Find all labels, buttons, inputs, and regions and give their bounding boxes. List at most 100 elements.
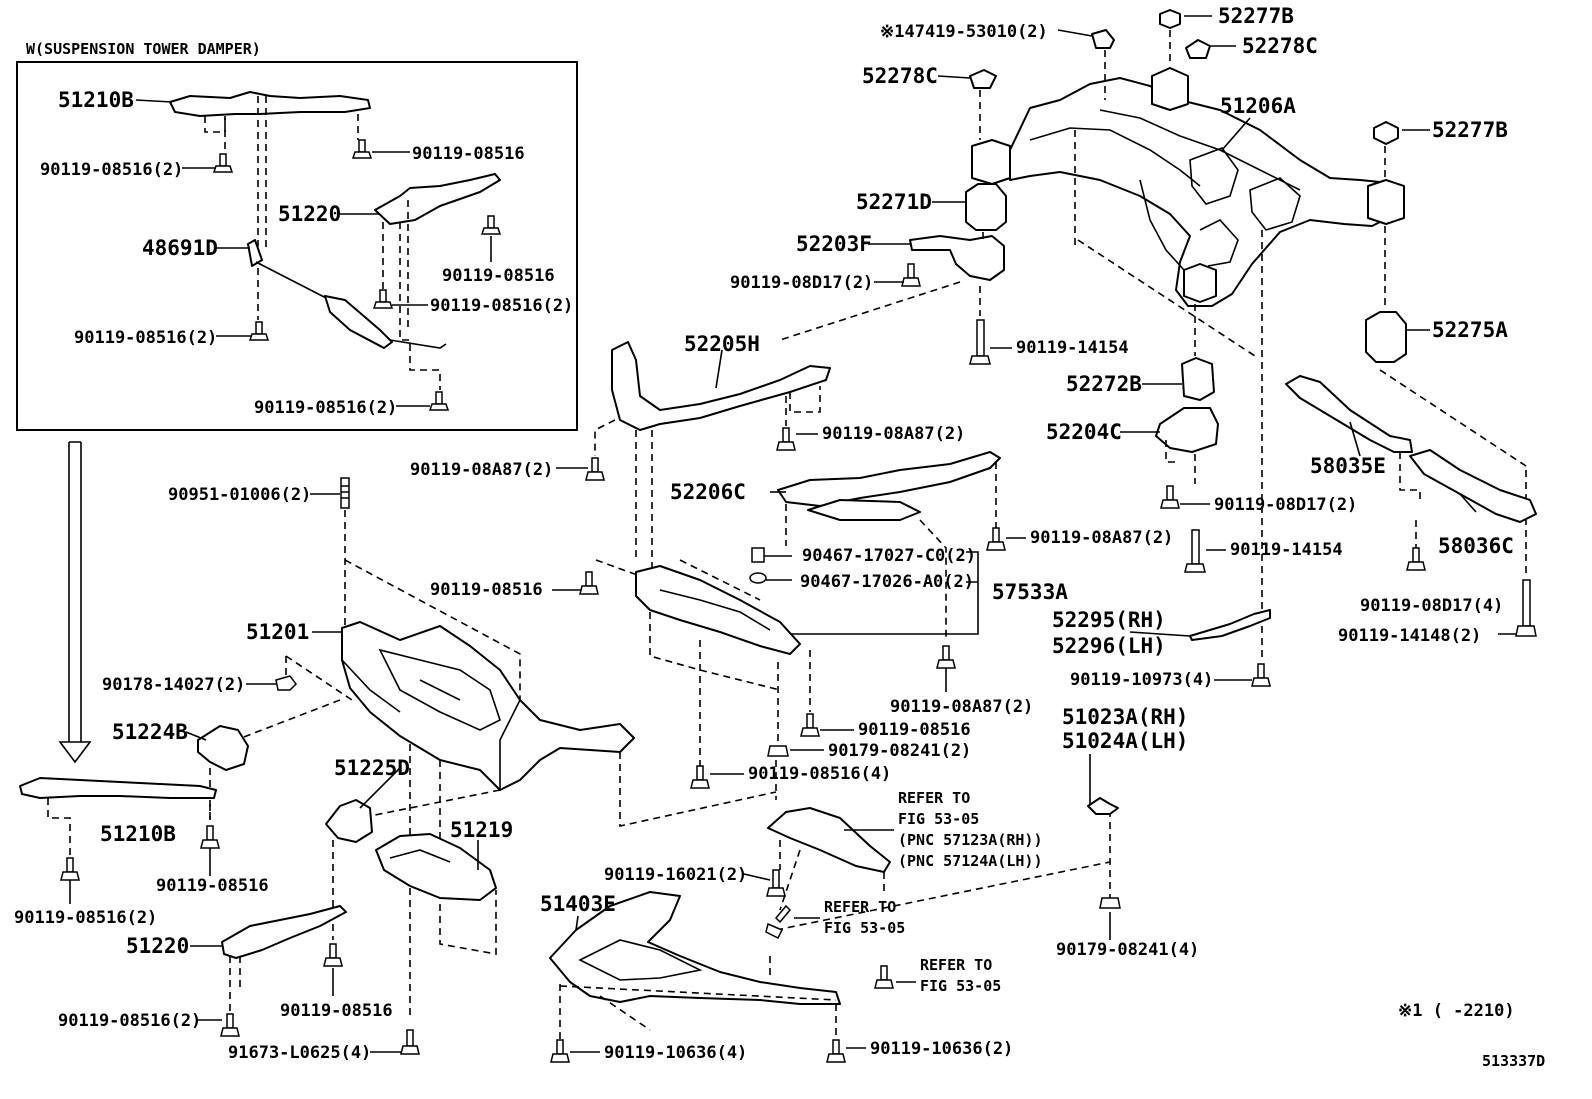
label-part: 52206C (670, 480, 746, 504)
label-refer: REFER TO (920, 956, 992, 974)
collar-90467-a0[interactable] (749, 572, 767, 584)
bolt[interactable] (936, 645, 956, 669)
inset-panel: W(SUSPENSION TOWER DAMPER) (16, 40, 578, 431)
washer-90179[interactable] (767, 745, 789, 757)
brace-52206c[interactable] (777, 451, 1001, 507)
dash (679, 559, 761, 601)
crossmember-57533a[interactable] (635, 565, 801, 655)
dash (285, 655, 353, 701)
leader (743, 873, 771, 881)
bolt[interactable] (1515, 579, 1537, 637)
bolt[interactable] (585, 457, 605, 481)
nut-52277b-right[interactable] (1373, 121, 1399, 145)
label-part: 90119-08A87(2) (890, 697, 1033, 717)
bushing-52272b[interactable] (1181, 357, 1215, 401)
bolt[interactable] (986, 527, 1006, 551)
bolt[interactable] (901, 263, 921, 287)
bolt[interactable] (400, 1029, 420, 1055)
dash (619, 752, 777, 827)
bolt[interactable] (765, 904, 792, 940)
dash (779, 281, 961, 341)
bushing-52275a[interactable] (1365, 311, 1407, 363)
leader (937, 75, 971, 79)
bolt[interactable] (323, 943, 343, 967)
bolt[interactable] (969, 319, 991, 365)
label-part: 90119-14148(2) (1338, 626, 1481, 646)
label-part: 52203F (796, 232, 872, 256)
leader (1459, 493, 1477, 513)
mount-52204c[interactable] (1155, 407, 1219, 453)
label-part: 52295(RH) (1052, 608, 1166, 632)
label-part: 90119-08516(2) (58, 1011, 201, 1031)
label-part: 48691D (142, 236, 218, 260)
link-58035e[interactable] (1285, 375, 1413, 453)
label-part: 52277B (1218, 4, 1294, 28)
bolt[interactable] (776, 427, 796, 451)
brace-51210b[interactable] (19, 777, 217, 799)
bushing-52271d[interactable] (965, 183, 1007, 231)
cover-51219[interactable] (375, 833, 497, 901)
inset-brace-51210b[interactable] (169, 91, 371, 117)
label-part: 58035E (1310, 454, 1386, 478)
bolt[interactable] (60, 857, 80, 881)
undercover-51403e[interactable] (549, 891, 841, 1005)
nut-52277b-top[interactable] (1159, 9, 1181, 29)
stud-90951[interactable] (340, 477, 350, 509)
brace-52205h[interactable] (611, 341, 831, 431)
label-part: 90119-08516(4) (748, 764, 891, 784)
collar-90467-c0[interactable] (751, 547, 765, 563)
bolt[interactable] (1160, 485, 1180, 509)
inset-damper-bracket[interactable] (247, 239, 263, 267)
bolt[interactable] (550, 1039, 570, 1063)
washer-52278c-left[interactable] (969, 69, 997, 89)
label-part: 51219 (450, 818, 513, 842)
brace-51220-lower[interactable] (221, 905, 347, 959)
bolt[interactable] (874, 965, 894, 989)
rear-subframe-51206a[interactable] (971, 67, 1405, 307)
inset-damper-body[interactable] (324, 295, 393, 349)
bolt[interactable] (1406, 547, 1426, 571)
bolt[interactable] (212, 153, 234, 173)
label-part: 52275A (1432, 318, 1508, 342)
label-part: 90179-08241(2) (828, 741, 971, 761)
lower-arm-bracket[interactable] (767, 807, 891, 873)
bolt[interactable] (766, 869, 786, 897)
main-subframe-51201[interactable] (341, 621, 635, 791)
dash (599, 995, 651, 1031)
mount-52203f[interactable] (909, 235, 1005, 281)
bolt[interactable] (480, 215, 502, 235)
label-part: 90119-08516 (858, 720, 971, 740)
bolt[interactable] (372, 289, 394, 309)
label-part: 90179-08241(4) (1056, 940, 1199, 960)
bolt[interactable] (200, 825, 220, 849)
washer-90179-4[interactable] (1099, 897, 1121, 909)
bolt[interactable] (690, 765, 710, 789)
label-part: 90119-08D17(2) (730, 273, 873, 293)
bolt[interactable] (220, 1013, 240, 1037)
bolt[interactable] (826, 1039, 846, 1063)
bracket-51225d[interactable] (325, 799, 373, 843)
dash (775, 861, 1111, 931)
dash (1379, 369, 1527, 467)
label-part: 51210B (58, 88, 134, 112)
leader (715, 349, 723, 389)
bracket-52295-52296[interactable] (1189, 609, 1271, 641)
stopper-147419[interactable] (1091, 29, 1115, 49)
nut-90178[interactable] (275, 675, 297, 691)
label-part: 51023A(RH) (1062, 705, 1188, 729)
bracket-51023a[interactable] (1087, 797, 1119, 815)
bolt[interactable] (579, 571, 599, 595)
bolt[interactable] (351, 139, 373, 159)
label-part: 51220 (126, 934, 189, 958)
bolt[interactable] (1184, 529, 1206, 573)
inset-brace-51220[interactable] (374, 173, 501, 225)
bracket-51224b[interactable] (197, 725, 249, 771)
bolt[interactable] (428, 391, 450, 411)
washer-52278c-right[interactable] (1185, 39, 1211, 59)
bolt[interactable] (1251, 663, 1271, 687)
label-part: 90467-17026-A0(2) (800, 572, 974, 592)
bolt[interactable] (248, 321, 270, 341)
link-58036c[interactable] (1409, 449, 1537, 523)
label-part: 90119-08516(2) (40, 160, 183, 180)
bolt[interactable] (800, 713, 820, 737)
